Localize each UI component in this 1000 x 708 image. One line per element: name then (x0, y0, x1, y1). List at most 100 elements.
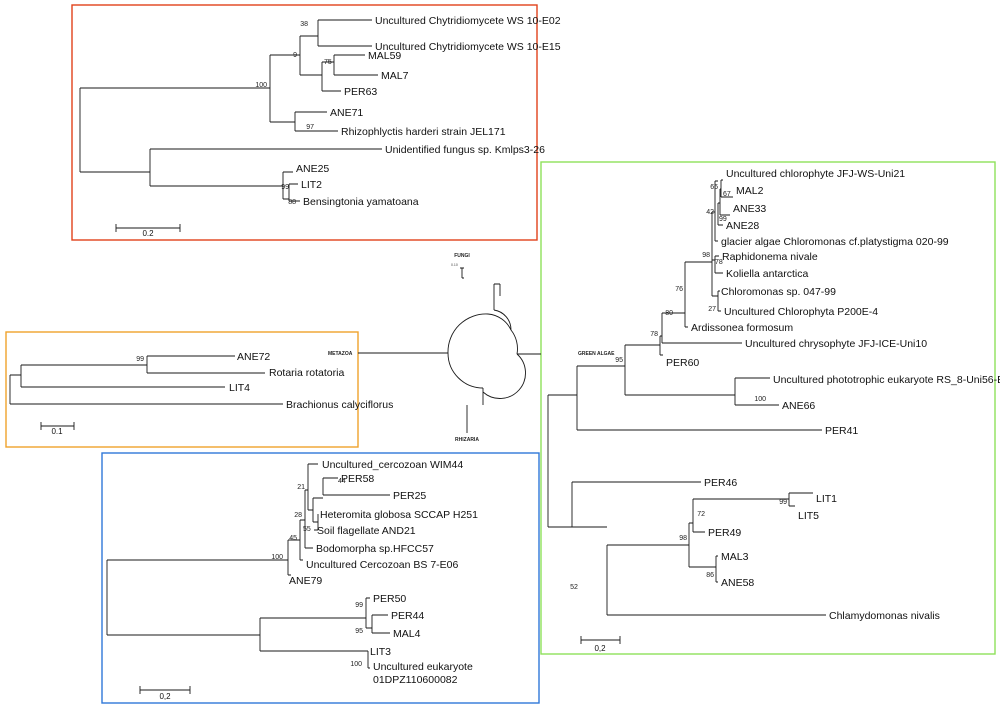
taxon-label: PER50 (373, 593, 406, 605)
taxon-label: Uncultured Chytridiomycete WS 10-E02 (375, 15, 561, 27)
green-algae-tree (547, 179, 826, 616)
bootstrap-value: 99 (719, 216, 727, 223)
bootstrap-value: 80 (665, 310, 673, 317)
taxon-label: Uncultured Chlorophyta P200E-4 (724, 306, 878, 318)
bootstrap-value: 21 (297, 484, 305, 491)
taxon-label: MAL4 (393, 628, 421, 640)
taxon-label: MAL3 (721, 551, 749, 563)
taxon-label: glacier algae Chloromonas cf.platystigma… (721, 236, 949, 248)
scale-bar-label: 0,2 (594, 644, 606, 653)
taxon-label: Unidentified fungus sp. Kmlps3-26 (385, 144, 545, 156)
central-tree-arcs (358, 283, 541, 405)
taxon-label: MAL2 (736, 185, 764, 197)
bootstrap-value: 99 (281, 184, 289, 191)
taxon-label: PER25 (393, 490, 426, 502)
central-overview-tree: 0.10 FUNGI METAZOA RHIZARIA GREEN ALGAE (328, 253, 615, 443)
fungi-panel: Uncultured Chytridiomycete WS 10-E02 Unc… (71, 4, 561, 241)
taxon-label: ANE25 (296, 163, 329, 175)
taxon-label: LIT1 (816, 493, 837, 505)
taxon-label: Uncultured Cercozoan BS 7-E06 (306, 559, 458, 571)
taxon-label: PER60 (666, 357, 699, 369)
bootstrap-value: 27 (708, 306, 716, 313)
scale-bar (139, 686, 191, 694)
bootstrap-value: 78 (715, 259, 723, 266)
taxon-label: ANE66 (782, 400, 815, 412)
central-scale-label: 0.10 (451, 263, 458, 267)
taxon-label: Uncultured phototrophic eukaryote RS_8-U… (773, 374, 1000, 386)
bootstrap-value: 99 (779, 499, 787, 506)
bootstrap-value: 52 (570, 584, 578, 591)
metazoa-tree (9, 355, 283, 405)
scale-bar-label: 0,2 (159, 692, 171, 701)
metazoa-box (5, 331, 359, 448)
metazoa-panel: ANE72 Rotaria rotatoria LIT4 Brachionus … (5, 331, 393, 448)
bootstrap-value: 86 (706, 572, 714, 579)
taxon-label: Rhizophlyctis harderi strain JEL171 (341, 126, 506, 138)
taxon-label: Brachionus calyciflorus (286, 399, 393, 411)
fungi-tree (79, 19, 382, 202)
green-algae-panel: Uncultured chlorophyte JFJ-WS-Uni21 MAL2… (540, 161, 1000, 655)
bootstrap-value: 55 (303, 526, 311, 533)
taxon-label: Heteromita globosa SCCAP H251 (320, 509, 478, 521)
taxon-label: PER63 (344, 86, 377, 98)
taxon-label: LIT2 (301, 179, 322, 191)
taxon-label: ANE72 (237, 351, 270, 363)
scale-bar-label: 0.2 (142, 229, 154, 238)
bootstrap-value: 38 (300, 21, 308, 28)
taxon-label: MAL7 (381, 70, 409, 82)
taxon-label: Uncultured chlorophyte JFJ-WS-Uni21 (726, 168, 905, 180)
taxon-label: PER44 (391, 610, 424, 622)
scale-bar (115, 224, 181, 232)
bootstrap-value: 100 (255, 82, 267, 89)
green-algae-box (540, 161, 996, 655)
bootstrap-value: 78 (650, 331, 658, 338)
taxon-label: ANE79 (289, 575, 322, 587)
bootstrap-value: 97 (306, 124, 314, 131)
bootstrap-value: 95 (615, 357, 623, 364)
taxon-label: Koliella antarctica (726, 268, 808, 280)
bootstrap-value: 88 (288, 199, 296, 206)
taxon-label: MAL59 (368, 50, 401, 62)
taxon-label: 01DPZ110600082 (373, 674, 458, 686)
bootstrap-value: 76 (675, 286, 683, 293)
bootstrap-value: 66 (710, 184, 718, 191)
taxon-label: Chlamydomonas nivalis (829, 610, 940, 622)
clade-label-green-algae: GREEN ALGAE (578, 351, 615, 357)
taxon-label: PER58 (341, 473, 374, 485)
fungi-box (71, 4, 538, 241)
taxon-label: ANE33 (733, 203, 766, 215)
taxon-label: Chloromonas sp. 047-99 (721, 286, 836, 298)
bootstrap-value: 95 (355, 628, 363, 635)
bootstrap-value: 28 (294, 512, 302, 519)
clade-label-fungi: FUNGI (454, 253, 470, 259)
scale-bar-label: 0.1 (51, 427, 63, 436)
bootstrap-value: 99 (136, 356, 144, 363)
clade-label-rhizaria: RHIZARIA (455, 437, 479, 443)
bootstrap-value: 72 (697, 511, 705, 518)
bootstrap-value: 98 (679, 535, 687, 542)
bootstrap-value: 44 (338, 478, 346, 485)
rhizaria-panel: Uncultured_cercozoan WIM44 PER58 PER25 H… (101, 452, 540, 704)
taxon-label: Soil flagellate AND21 (317, 525, 416, 537)
taxon-label: Ardissonea formosum (691, 322, 793, 334)
taxon-label: ANE71 (330, 107, 363, 119)
rhizaria-tree (106, 463, 390, 669)
taxon-label: Bensingtonia yamatoana (303, 196, 419, 208)
taxon-label: LIT3 (370, 646, 391, 658)
taxon-label: Uncultured chrysophyte JFJ-ICE-Uni10 (745, 338, 927, 350)
bootstrap-value: 45 (289, 535, 297, 542)
taxon-label: LIT4 (229, 382, 250, 394)
taxon-label: Uncultured eukaryote (373, 661, 473, 673)
scale-bar (580, 636, 621, 644)
bootstrap-value: 100 (271, 554, 283, 561)
taxon-label: Raphidonema nivale (722, 251, 818, 263)
taxon-label: ANE58 (721, 577, 754, 589)
taxon-label: Bodomorpha sp.HFCC57 (316, 543, 434, 555)
taxon-label: PER41 (825, 425, 858, 437)
bootstrap-value: 67 (723, 191, 731, 198)
taxon-label: ANE28 (726, 220, 759, 232)
central-fungi-branch (460, 267, 464, 279)
bootstrap-value: 100 (350, 661, 362, 668)
clade-label-metazoa: METAZOA (328, 351, 353, 357)
